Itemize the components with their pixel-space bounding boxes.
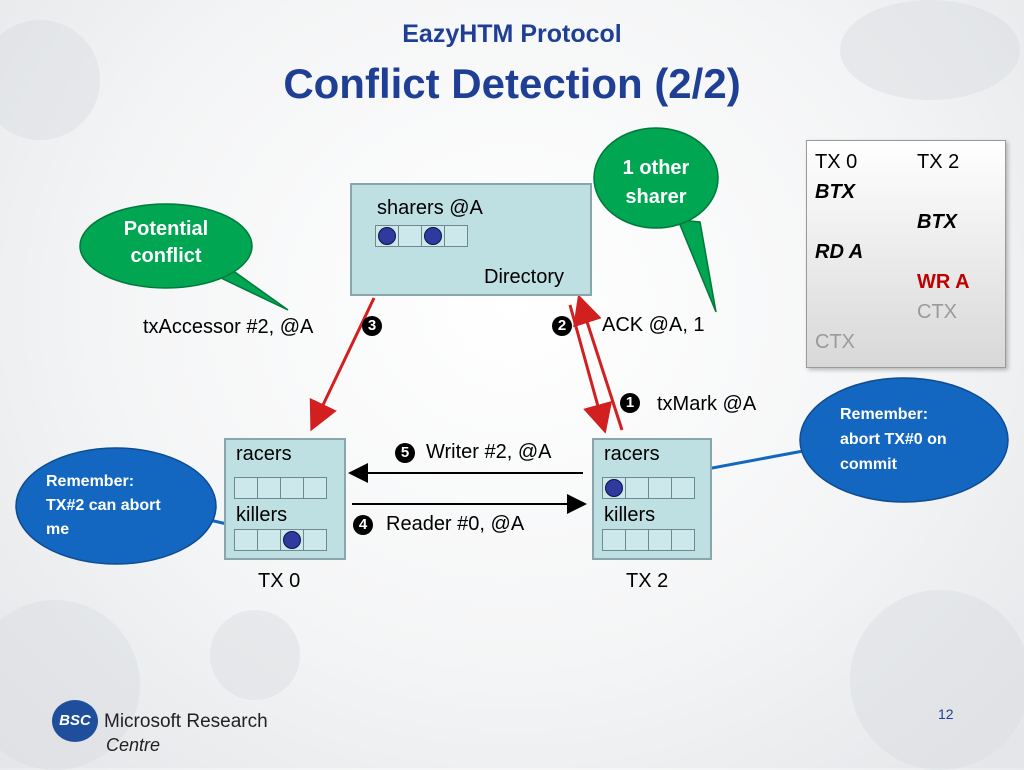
timeline-tx0-rd: RD A xyxy=(815,241,864,263)
sharer-dot xyxy=(378,227,396,245)
sharer-bit-2 xyxy=(421,225,445,247)
step-1-badge: 1 xyxy=(620,393,640,413)
tx2-name: TX 2 xyxy=(626,570,669,592)
timeline-tx0-ctx: CTX xyxy=(815,331,855,353)
timeline-tx2-ctx: CTX xyxy=(917,301,957,323)
tx0-box: racers killers xyxy=(224,438,346,560)
bsc-logo: BSC xyxy=(52,700,98,742)
remember-abort-text: Remember: abort TX#0 on commit xyxy=(840,406,947,473)
tx2-box: racers killers xyxy=(592,438,712,560)
msg-reader: Reader #0, @A xyxy=(386,513,525,535)
step-2-badge: 2 xyxy=(552,316,572,336)
directory-box: sharers @A Directory xyxy=(350,183,592,296)
killer-dot xyxy=(283,531,301,549)
tx0-racers-bitmap xyxy=(234,477,327,499)
step-5-badge: 5 xyxy=(395,443,415,463)
racer-dot xyxy=(605,479,623,497)
timeline-col-tx2: TX 2 xyxy=(917,151,960,173)
other-sharer-bubble xyxy=(593,127,719,229)
tx0-killers-bitmap xyxy=(234,529,327,551)
remember-abort-bubble xyxy=(799,377,1009,503)
timeline-panel: TX 0 TX 2 BTX BTX RD A WR A CTX CTX xyxy=(806,140,1006,368)
directory-name: Directory xyxy=(484,266,565,288)
sharer-bit-3 xyxy=(444,225,468,247)
msg-txaccessor: txAccessor #2, @A xyxy=(143,316,314,338)
tx0-name: TX 0 xyxy=(258,570,301,592)
timeline-tx0-btx: BTX xyxy=(815,181,855,203)
remember-tx2-bubble xyxy=(15,447,217,565)
msg-txmark: txMark @A xyxy=(657,393,757,415)
timeline-tx2-wr: WR A xyxy=(917,271,970,293)
logo-centre: Centre xyxy=(106,735,161,755)
decor-circle xyxy=(210,610,300,700)
timeline-col-tx0: TX 0 xyxy=(815,151,858,173)
tx2-racers-label: racers xyxy=(604,443,660,465)
potential-conflict-text: Potential conflict xyxy=(123,218,209,267)
arrow-txmark xyxy=(573,294,624,431)
msg-writer: Writer #2, @A xyxy=(426,441,552,463)
slide-title: Conflict Detection (2/2) xyxy=(283,60,741,107)
remember-tx2-text: Remember: TX#2 can abort me xyxy=(46,473,161,538)
sharers-label: sharers @A xyxy=(377,197,483,219)
slide-subtitle: EazyHTM Protocol xyxy=(402,20,622,48)
msg-ack: ACK @A, 1 xyxy=(602,314,705,336)
step-3-badge: 3 xyxy=(362,316,382,336)
arrow-ack xyxy=(568,304,613,434)
tx2-racers-bitmap xyxy=(602,477,695,499)
decor-circle xyxy=(850,590,1024,770)
tx2-killers-bitmap xyxy=(602,529,695,551)
decor-circle xyxy=(0,20,100,140)
other-sharer-text: 1 other sharer xyxy=(622,157,690,208)
tx2-racer-bit-0 xyxy=(602,477,626,499)
timeline-tx2-btx: BTX xyxy=(917,211,957,233)
tx0-racers-label: racers xyxy=(236,443,292,465)
tx2-killers-label: killers xyxy=(604,504,656,526)
page-number: 12 xyxy=(938,706,954,722)
tx0-killer-bit-2 xyxy=(280,529,304,551)
tx0-killers-label: killers xyxy=(236,504,288,526)
decor-circle xyxy=(840,0,1020,100)
logo-org-name: Microsoft Research xyxy=(104,711,268,732)
sharer-dot xyxy=(424,227,442,245)
sharers-bitmap xyxy=(375,225,468,247)
step-4-badge: 4 xyxy=(353,515,373,535)
potential-conflict-bubble xyxy=(79,203,253,289)
